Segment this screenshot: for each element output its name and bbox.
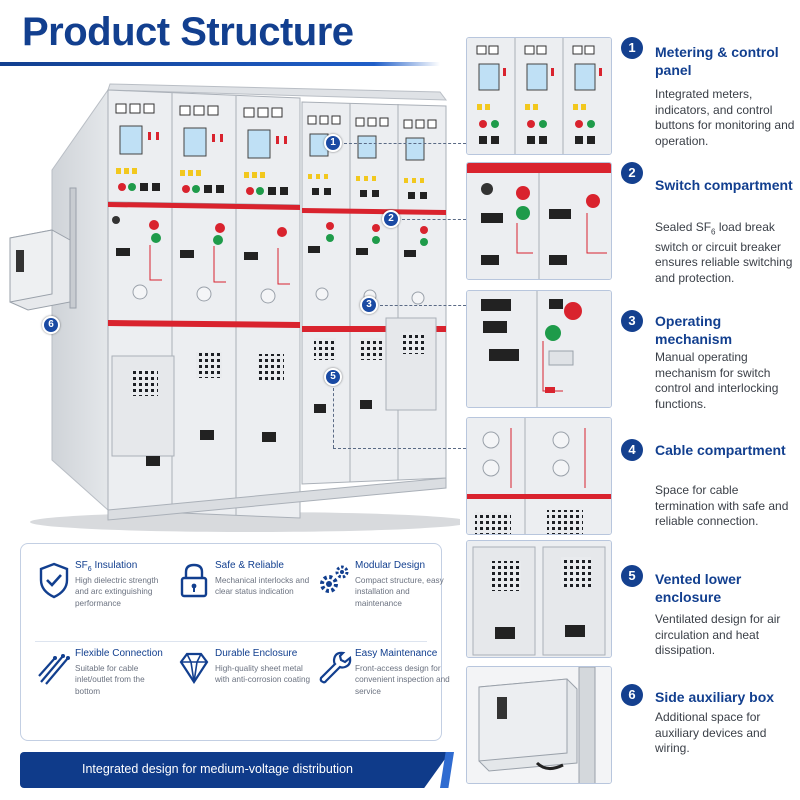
- item-title-operating: Operating mechanism: [655, 313, 733, 347]
- operating-mechanism-thumbnail: [466, 290, 612, 408]
- feature-title-safe: Safe & Reliable: [215, 560, 284, 571]
- callout-badge-3: 3: [360, 296, 378, 314]
- item-title-aux: Side auxiliary box: [655, 689, 775, 705]
- item-desc-switch: Sealed SF6 load break switch or circuit …: [655, 220, 795, 286]
- feature-desc-modular: Compact structure, easy installation and…: [355, 576, 444, 608]
- item-number-6: 6: [621, 684, 643, 706]
- feature-title-sf6-post: Insulation: [91, 560, 138, 571]
- shield-check-icon: [39, 562, 69, 599]
- feature-sf6-insulation: SF6 Insulation High dielectric strength …: [35, 560, 171, 650]
- feature-title-sf6-pre: SF: [75, 560, 88, 571]
- item-title-metering: Metering & control panel: [655, 44, 779, 78]
- item-desc-cable: Space for cable termination with safe an…: [655, 483, 789, 528]
- feature-desc-durable: High-quality sheet metal with anti-corro…: [215, 664, 311, 685]
- padlock-icon: [180, 563, 208, 598]
- item-desc-switch-sub: 6: [711, 227, 716, 237]
- cable-compartment-thumbnail: [466, 417, 612, 535]
- switch-compartment-thumbnail: [466, 162, 612, 280]
- feature-title-modular: Modular Design: [355, 560, 426, 571]
- gears-icon: [320, 565, 349, 593]
- item-number-4: 4: [621, 439, 643, 461]
- item-desc-switch-pre: Sealed SF: [655, 220, 712, 234]
- item-number-2: 2: [621, 162, 643, 184]
- item-desc-metering: Integrated meters, indicators, and contr…: [655, 87, 795, 148]
- vented-enclosure-thumbnail: [466, 540, 612, 658]
- switchgear-illustration: [9, 83, 460, 532]
- side-aux-box: [9, 187, 77, 311]
- front-panels-right: [301, 101, 447, 485]
- feature-title-flexible: Flexible Connection: [75, 648, 163, 659]
- features-panel: SF6 Insulation High dielectric strength …: [20, 543, 450, 741]
- item-desc-operating: Manual operating mechanism for switch co…: [655, 350, 779, 411]
- diamond-icon: [179, 652, 209, 685]
- leader-line-5h: [333, 448, 466, 449]
- item-number-5: 5: [621, 565, 643, 587]
- feature-desc-safe: Mechanical interlocks and clear status i…: [215, 576, 310, 597]
- item-number-3: 3: [621, 310, 643, 332]
- callout-badge-5: 5: [324, 368, 342, 386]
- structure-item-operating-mechanism: 3 Operating mechanism Manual operating m…: [466, 290, 800, 411]
- structure-item-vented-enclosure: 5 Vented lower enclosure Ventilated desi…: [466, 540, 800, 658]
- leader-line-3: [380, 305, 466, 306]
- structure-item-switch-compartment: 2 Switch compartment Sealed SF6 load bre…: [466, 162, 800, 285]
- item-desc-vented: Ventilated design for air circulation an…: [655, 612, 781, 657]
- feature-desc-maintenance: Front-access design for convenient inspe…: [355, 664, 450, 696]
- feature-title-maintenance: Easy Maintenance: [355, 648, 438, 659]
- leader-line-5: [333, 388, 334, 448]
- metering-panel-thumbnail: [466, 37, 612, 155]
- feature-modular-design: Modular Design Compact structure, easy i…: [315, 560, 451, 650]
- leader-line-1: [344, 143, 466, 144]
- feature-title-sf6: SF6 Insulation: [75, 560, 171, 573]
- feature-safe-reliable: Safe & Reliable Mechanical interlocks an…: [175, 560, 311, 650]
- item-desc-switch-post: load break switch or circuit breaker ens…: [655, 220, 793, 285]
- feature-title-sf6-sub: 6: [87, 566, 92, 573]
- item-number-1: 1: [621, 37, 643, 59]
- front-panels-left: [107, 89, 301, 519]
- side-aux-box-thumbnail: [466, 666, 612, 784]
- feature-easy-maintenance: Easy Maintenance Front-access design for…: [315, 648, 451, 738]
- structure-item-metering-panel: 1 Metering & control panel Integrated me…: [466, 37, 800, 155]
- structure-item-side-aux-box: 6 Side auxiliary box Additional space fo…: [466, 666, 800, 784]
- item-title-vented: Vented lower enclosure: [655, 571, 742, 605]
- callout-badge-2: 2: [382, 210, 400, 228]
- feature-flexible-connection: Flexible Connection Suitable for cable i…: [35, 648, 171, 738]
- footer-banner: Integrated design for medium-voltage dis…: [20, 752, 450, 788]
- leader-line-2: [402, 219, 466, 220]
- structure-item-cable-compartment: 4 Cable compartment Space for cable term…: [466, 417, 800, 535]
- wrench-icon: [319, 651, 352, 684]
- footer-banner-text: Integrated design for medium-voltage dis…: [82, 762, 353, 776]
- callout-badge-1: 1: [324, 134, 342, 152]
- feature-desc-sf6: High dielectric strength and arc extingu…: [75, 576, 159, 608]
- page-title: Product Structure: [22, 10, 354, 54]
- callout-badge-6: 6: [42, 316, 60, 334]
- item-title-cable: Cable compartment: [655, 442, 786, 458]
- title-underline: [0, 62, 440, 66]
- cable-icon: [38, 654, 70, 685]
- features-divider: [35, 641, 427, 642]
- feature-title-durable: Durable Enclosure: [215, 648, 298, 659]
- item-title-switch: Switch compartment: [655, 177, 793, 193]
- feature-durable-enclosure: Durable Enclosure High-quality sheet met…: [175, 648, 311, 738]
- feature-desc-flexible: Suitable for cable inlet/outlet from the…: [75, 664, 145, 696]
- item-desc-aux: Additional space for auxiliary devices a…: [655, 710, 767, 755]
